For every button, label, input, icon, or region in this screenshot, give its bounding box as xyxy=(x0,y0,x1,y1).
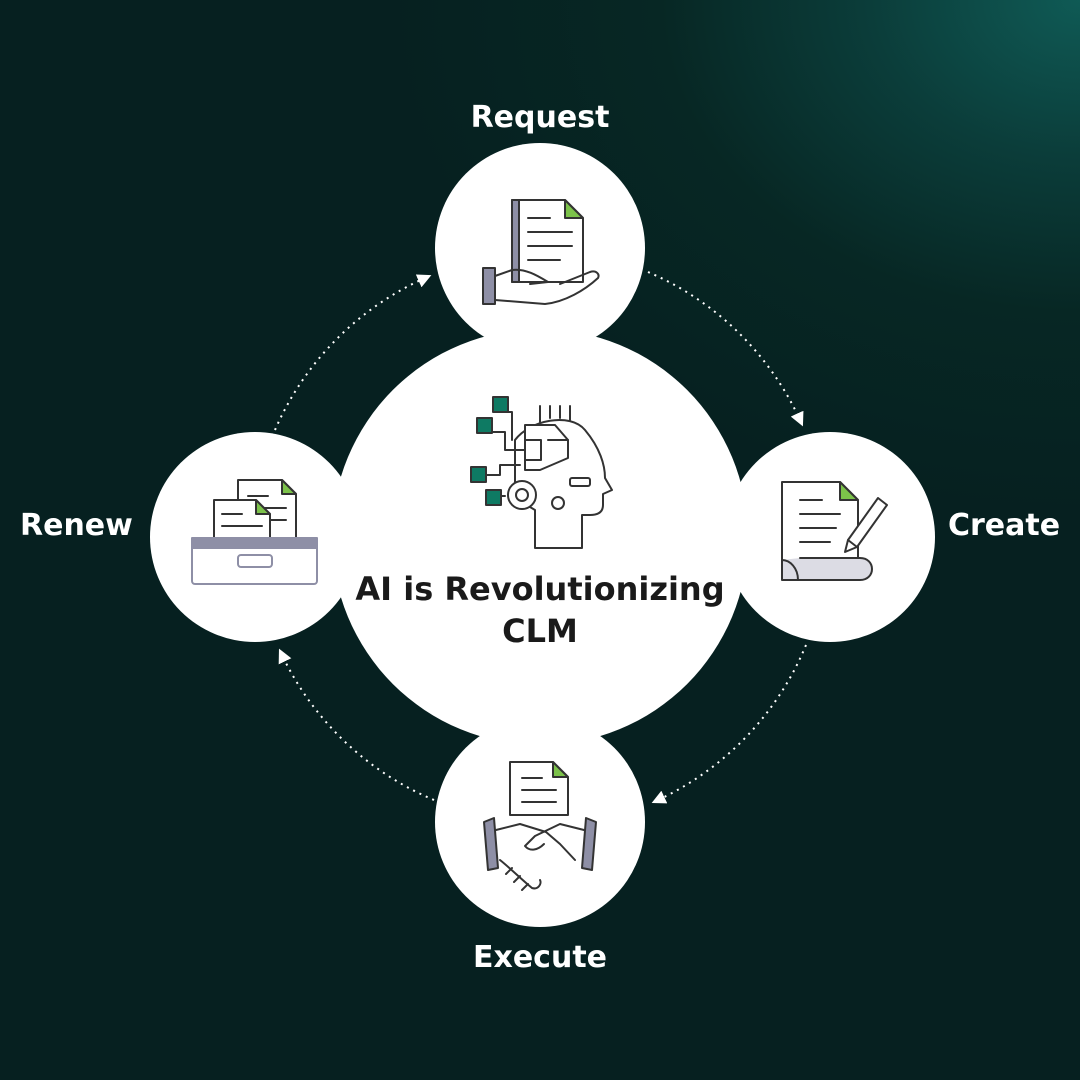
arrow-request-to-create xyxy=(647,271,804,427)
stage-label-execute: Execute xyxy=(472,940,608,975)
center-title-line2: CLM xyxy=(502,612,578,650)
stage-label-create: Create xyxy=(948,508,1061,543)
center-title: AI is Revolutionizing CLM xyxy=(330,568,750,652)
stage-label-renew: Renew xyxy=(20,508,133,543)
handshake-document-icon xyxy=(483,761,597,891)
execute-circle xyxy=(435,717,645,927)
stage-label-request: Request xyxy=(470,100,610,135)
document-scroll-pen-icon xyxy=(781,481,888,581)
document-on-hand-icon xyxy=(482,199,600,305)
ai-robot-head-icon xyxy=(470,396,613,549)
cycle-arrows xyxy=(274,271,807,804)
file-drawer-icon xyxy=(191,479,318,585)
center-title-line1: AI is Revolutionizing xyxy=(355,570,725,608)
